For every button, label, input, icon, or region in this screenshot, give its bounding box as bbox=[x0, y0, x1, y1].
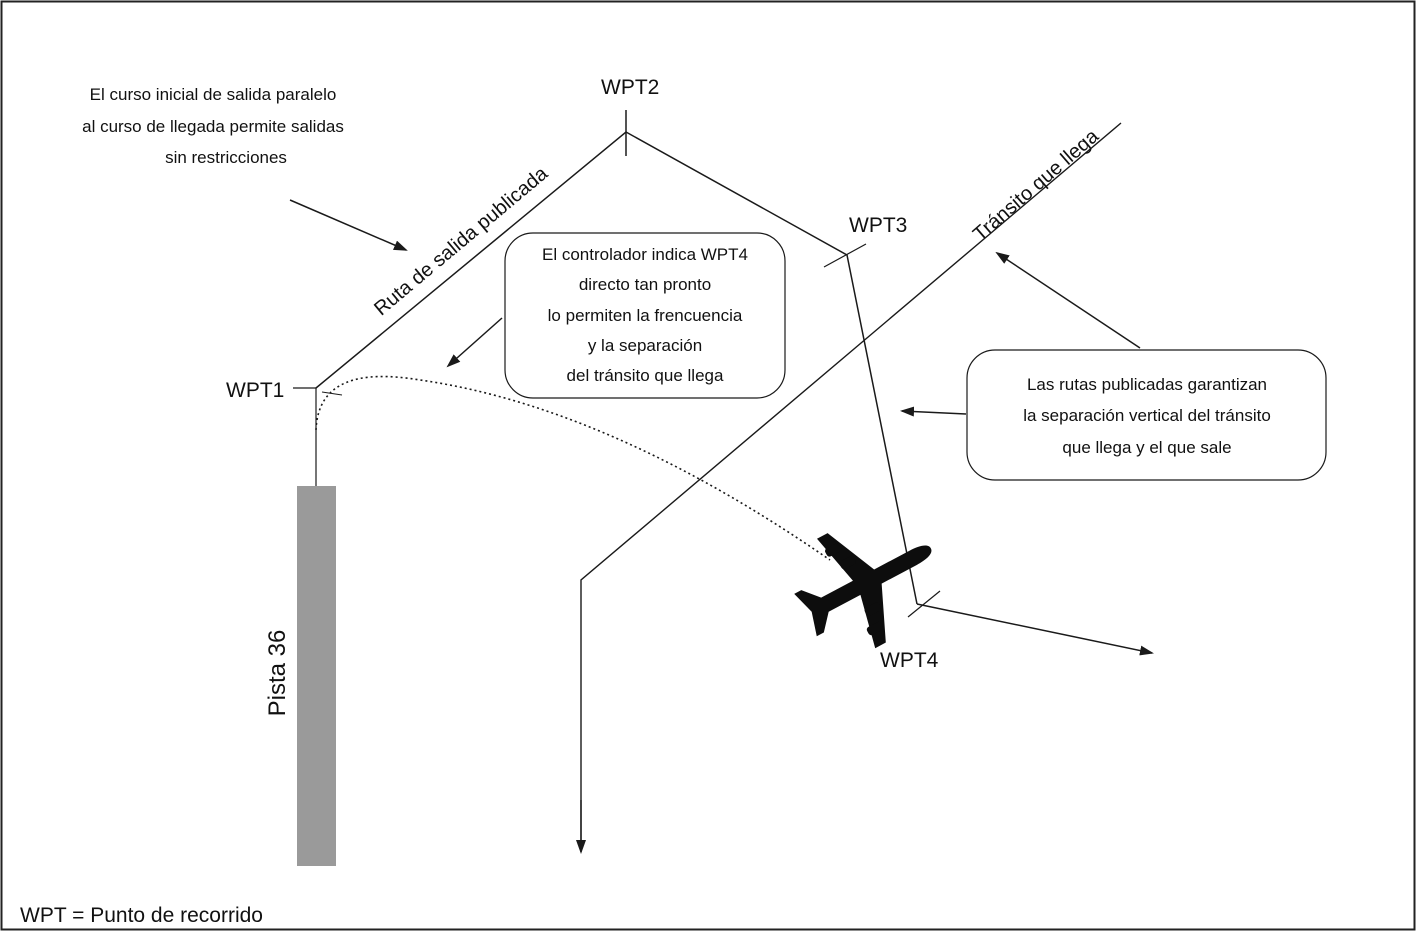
note-line-1: El curso inicial de salida paralelo bbox=[90, 85, 337, 104]
routes-callout-arrow-up bbox=[995, 251, 1141, 349]
wpt3-label: WPT3 bbox=[849, 214, 907, 237]
controller-callout-line-3: lo permiten la frencuencia bbox=[548, 306, 743, 325]
arriving-traffic-label: Tránsito que llega bbox=[969, 125, 1104, 246]
note-line-2: al curso de llegada permite salidas bbox=[82, 117, 344, 136]
routes-callout-line-2: la separación vertical del tránsito bbox=[1023, 406, 1271, 425]
note-line-3: sin restricciones bbox=[165, 148, 287, 167]
departure-exit-arrow bbox=[916, 603, 1154, 656]
legend: WPT = Punto de recorrido bbox=[20, 904, 263, 927]
routes-callout-line-1: Las rutas publicadas garantizan bbox=[1027, 375, 1267, 394]
note-arrow bbox=[289, 199, 408, 251]
airplane-icon bbox=[794, 533, 932, 649]
direct-to-wpt4-path bbox=[315, 375, 831, 561]
controller-callout-line-2: directo tan pronto bbox=[579, 275, 711, 294]
wpt4-tick bbox=[907, 590, 941, 618]
runway-36 bbox=[297, 486, 336, 866]
runway-label: Pista 36 bbox=[264, 630, 291, 717]
wpt1-label: WPT1 bbox=[226, 379, 284, 402]
controller-callout-box bbox=[504, 232, 786, 399]
routes-callout-box bbox=[966, 349, 1327, 481]
controller-callout-line-4: y la separación bbox=[588, 336, 702, 355]
wpt3-tick bbox=[823, 243, 867, 268]
controller-callout-arrow bbox=[446, 317, 503, 368]
arriving-traffic-route bbox=[580, 122, 1122, 848]
published-departure-route bbox=[315, 131, 918, 605]
wpt4-label: WPT4 bbox=[880, 649, 939, 672]
wpt2-label: WPT2 bbox=[601, 76, 659, 99]
controller-callout-line-1: El controlador indica WPT4 bbox=[542, 245, 748, 264]
routes-callout-line-3: que llega y el que sale bbox=[1062, 438, 1231, 457]
controller-callout-line-5: del tránsito que llega bbox=[567, 366, 724, 385]
wpt1-tick-2 bbox=[321, 391, 343, 396]
routes-callout-arrow-left bbox=[900, 406, 967, 417]
